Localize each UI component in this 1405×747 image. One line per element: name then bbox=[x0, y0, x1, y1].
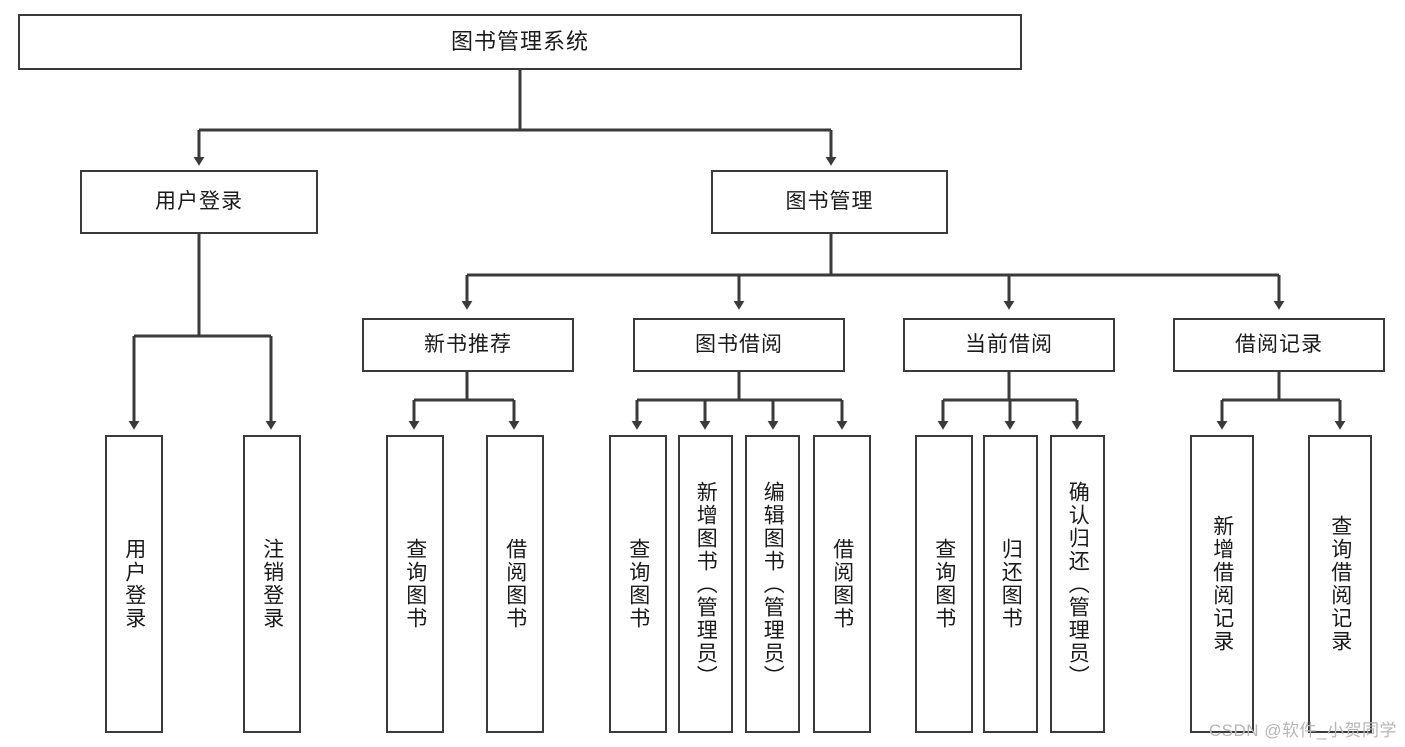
node-leaf-edit-book-label: 编辑图书（管理员） bbox=[761, 480, 785, 688]
node-leaf-query-book-1-label: 查询图书 bbox=[403, 538, 427, 630]
node-user-login[interactable]: 用户登录 bbox=[80, 170, 318, 234]
node-leaf-user-login[interactable]: 用户登录 bbox=[105, 435, 163, 733]
node-leaf-borrow-book-2-label: 借阅图书 bbox=[830, 538, 854, 630]
node-book-borrow-label: 图书借阅 bbox=[695, 333, 783, 357]
node-leaf-borrow-book-1-label: 借阅图书 bbox=[503, 538, 527, 630]
node-leaf-logout-login[interactable]: 注销登录 bbox=[243, 435, 301, 733]
node-book-borrow[interactable]: 图书借阅 bbox=[633, 318, 845, 372]
node-leaf-add-book-label: 新增图书（管理员） bbox=[694, 480, 718, 688]
node-leaf-add-book[interactable]: 新增图书（管理员） bbox=[678, 435, 733, 733]
node-borrow-record[interactable]: 借阅记录 bbox=[1173, 318, 1385, 372]
node-root[interactable]: 图书管理系统 bbox=[18, 14, 1022, 70]
node-leaf-query-book-3[interactable]: 查询图书 bbox=[915, 435, 973, 733]
node-leaf-borrow-book-1[interactable]: 借阅图书 bbox=[486, 435, 544, 733]
node-leaf-return-book-label: 归还图书 bbox=[999, 538, 1023, 630]
csdn-watermark: CSDN @软件_小贺同学 bbox=[1208, 721, 1397, 740]
node-new-book-recommend-label: 新书推荐 bbox=[424, 333, 512, 357]
node-leaf-add-record[interactable]: 新增借阅记录 bbox=[1190, 435, 1254, 733]
node-leaf-edit-book[interactable]: 编辑图书（管理员） bbox=[745, 435, 800, 733]
node-root-label: 图书管理系统 bbox=[450, 28, 589, 54]
node-book-manage[interactable]: 图书管理 bbox=[711, 170, 948, 234]
node-leaf-add-record-label: 新增借阅记录 bbox=[1210, 515, 1234, 653]
node-book-manage-label: 图书管理 bbox=[785, 190, 874, 214]
node-leaf-query-book-2[interactable]: 查询图书 bbox=[609, 435, 667, 733]
node-borrow-record-label: 借阅记录 bbox=[1235, 333, 1323, 357]
node-current-borrow[interactable]: 当前借阅 bbox=[903, 318, 1115, 372]
node-leaf-query-book-3-label: 查询图书 bbox=[932, 538, 956, 630]
node-leaf-confirm-return-label: 确认归还（管理员） bbox=[1066, 480, 1090, 688]
node-new-book-recommend[interactable]: 新书推荐 bbox=[362, 318, 574, 372]
node-leaf-query-book-2-label: 查询图书 bbox=[626, 538, 650, 630]
node-user-login-label: 用户登录 bbox=[155, 190, 243, 214]
node-leaf-borrow-book-2[interactable]: 借阅图书 bbox=[813, 435, 871, 733]
node-leaf-user-login-label: 用户登录 bbox=[122, 538, 146, 630]
node-leaf-confirm-return[interactable]: 确认归还（管理员） bbox=[1050, 435, 1105, 733]
node-current-borrow-label: 当前借阅 bbox=[965, 333, 1053, 357]
node-leaf-query-record-label: 查询借阅记录 bbox=[1328, 515, 1352, 653]
node-leaf-logout-login-label: 注销登录 bbox=[260, 538, 284, 630]
node-leaf-return-book[interactable]: 归还图书 bbox=[983, 435, 1038, 733]
node-leaf-query-record[interactable]: 查询借阅记录 bbox=[1308, 435, 1372, 733]
node-leaf-query-book-1[interactable]: 查询图书 bbox=[386, 435, 444, 733]
